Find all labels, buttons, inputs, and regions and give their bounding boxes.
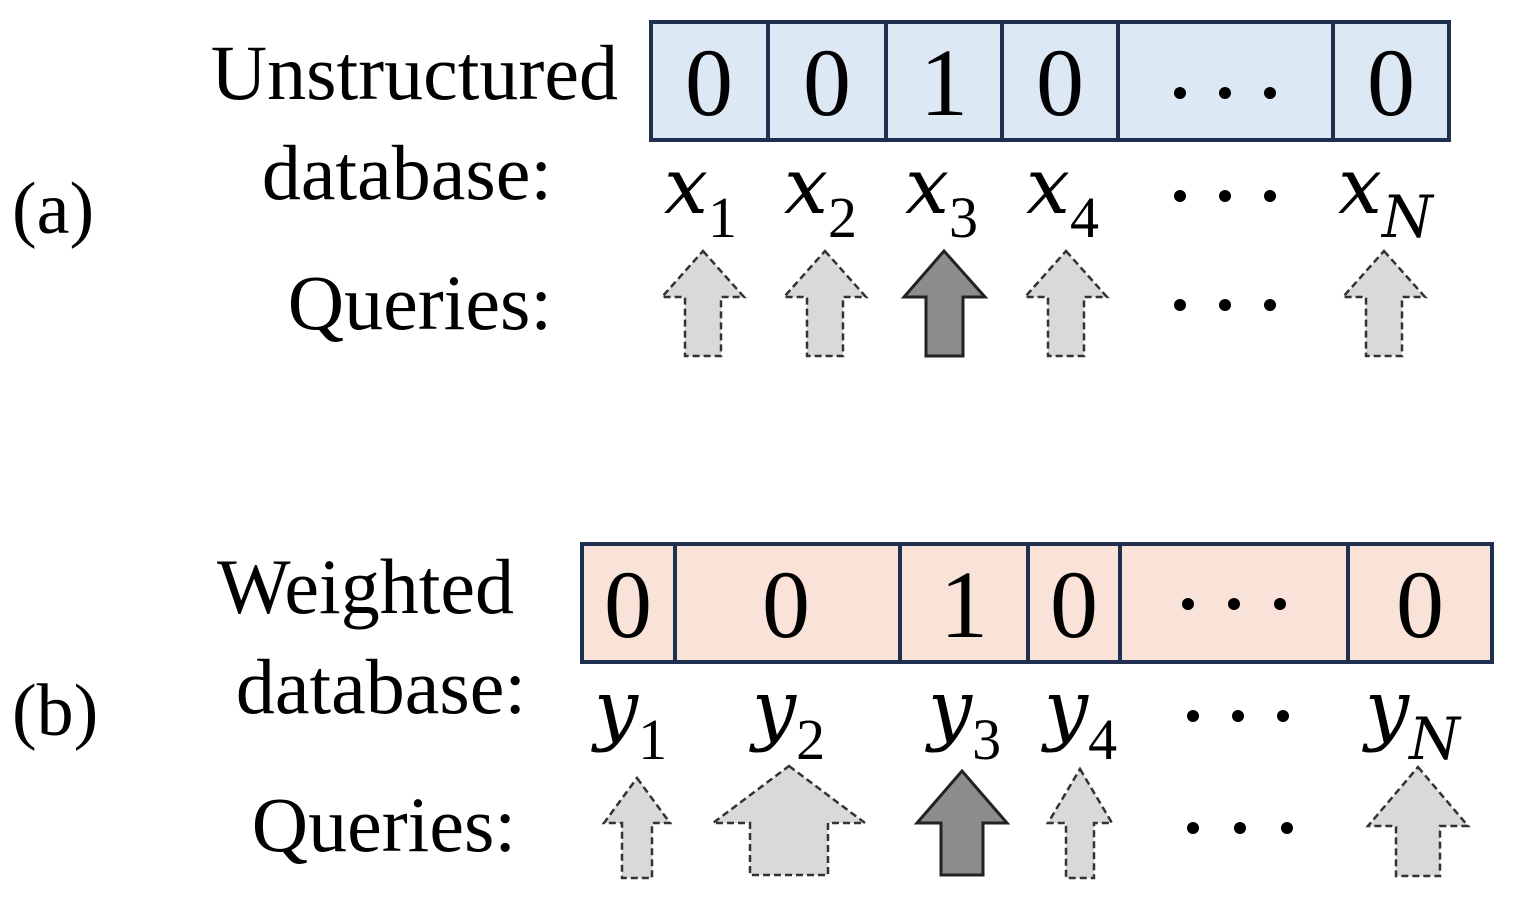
panel-b-variable: yN <box>1362 664 1462 773</box>
panel-a-array: 0 0 1 0 0 <box>649 20 1451 142</box>
panel-b-cell <box>673 542 902 664</box>
panel-b-cell-value: 1 <box>940 551 988 658</box>
panel-a-tag: (a) <box>12 168 94 250</box>
panel-a-variable: x4 <box>1026 142 1099 250</box>
query-arrow-icon <box>1045 766 1115 880</box>
query-arrow-icon <box>709 764 869 877</box>
panel-a-queries <box>659 248 1428 358</box>
query-arrow-icon <box>1365 765 1471 878</box>
panel-a-cell <box>766 20 888 142</box>
panel-a-cell <box>884 20 1004 142</box>
panel-a-variable: x3 <box>905 142 978 250</box>
panel-a-cell-value: 1 <box>920 29 968 136</box>
panel-b-tag: (b) <box>12 670 98 752</box>
panel-b-cell-ellipsis <box>1182 598 1286 610</box>
panel-b-variable: y2 <box>749 664 825 772</box>
panel-b-cell-value: 0 <box>1396 551 1444 658</box>
panel-a-cell <box>1331 20 1451 142</box>
query-arrow-icon <box>659 249 747 358</box>
panel-b-variables: y1 y2 y3 y4 yN <box>591 664 1462 773</box>
panel-a-query-ellipsis <box>1174 299 1276 311</box>
panel-a-cell <box>1116 20 1335 142</box>
panel-a-variable-ellipsis <box>1174 190 1276 202</box>
panel-b-cell-value: 0 <box>604 551 652 658</box>
panel-a-cell-value: 0 <box>1036 29 1084 136</box>
panel-b-cell <box>1026 542 1122 664</box>
panel-a-cell-value: 0 <box>685 29 733 136</box>
panel-a-variable: x2 <box>784 142 857 250</box>
panel-b-variable: y1 <box>591 664 667 772</box>
panel-b-cell-value: 0 <box>1050 551 1098 658</box>
panel-b-variable-ellipsis <box>1187 710 1289 722</box>
panel-b-variable: y3 <box>925 664 1001 772</box>
panel-b-queries <box>601 764 1471 880</box>
query-arrow-icon <box>601 775 673 880</box>
query-arrow-icon <box>1340 249 1428 358</box>
panel-b-queries-label: Queries: <box>252 781 516 868</box>
panel-a-cell <box>649 20 770 142</box>
panel-a-label-line2: database: <box>262 129 552 216</box>
panel-a-label-line1: Unstructured <box>211 29 618 116</box>
panel-b-label-line2: database: <box>236 643 526 730</box>
panel-a-cell-value: 0 <box>803 29 851 136</box>
query-arrow-icon <box>781 249 869 358</box>
panel-b-array: 0 0 1 0 0 <box>580 542 1494 664</box>
query-arrow-marked-icon <box>913 768 1011 877</box>
panel-a: (a) Unstructured database: Queries: 0 0 … <box>12 20 1451 358</box>
panel-a-queries-label: Queries: <box>288 259 552 346</box>
panel-b: (b) Weighted database: Queries: 0 0 1 0 … <box>12 542 1494 880</box>
query-arrow-marked-icon <box>900 248 989 358</box>
panel-b-cell-value: 0 <box>762 551 810 658</box>
panel-b-variable: y4 <box>1041 664 1117 772</box>
panel-a-variable: x1 <box>664 142 737 250</box>
panel-a-variables: x1 x2 x3 x4 xN <box>664 142 1435 251</box>
panel-a-cell-value: 0 <box>1367 29 1415 136</box>
panel-b-label-line1: Weighted <box>217 543 514 630</box>
query-arrow-icon <box>1022 249 1110 358</box>
panel-b-query-ellipsis <box>1187 822 1293 834</box>
panel-b-cell <box>1346 542 1494 664</box>
panel-a-variable: xN <box>1338 142 1435 251</box>
panel-a-cell-ellipsis <box>1174 87 1276 99</box>
